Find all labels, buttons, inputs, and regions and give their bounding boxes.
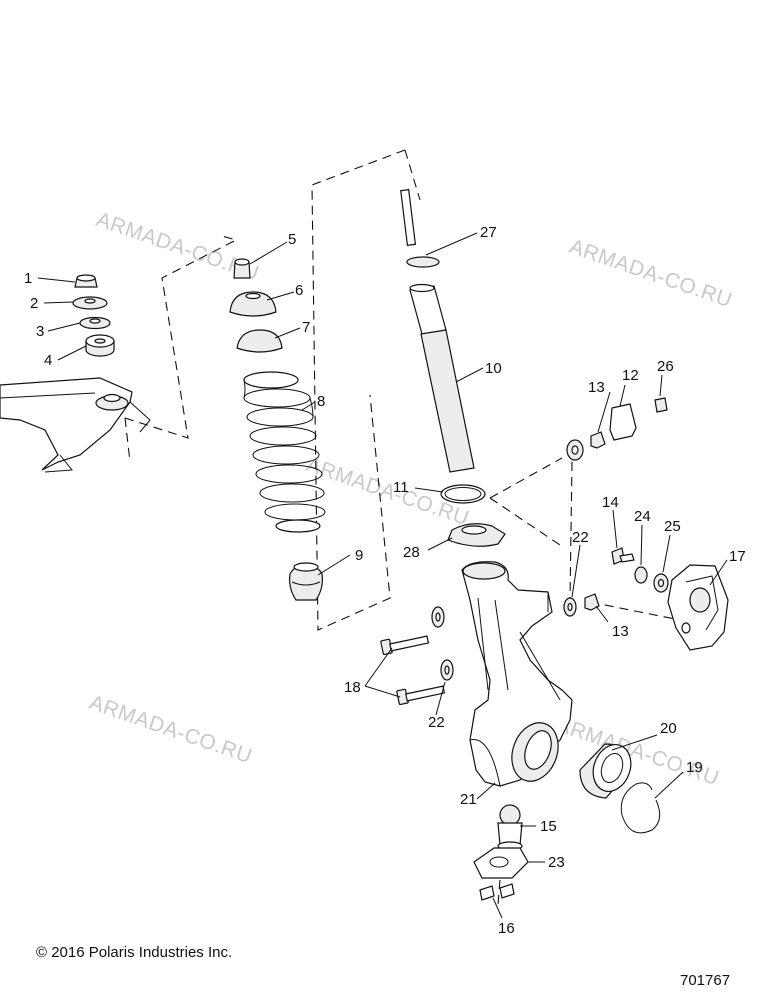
callout-label: 17 xyxy=(729,548,746,565)
dashed-line xyxy=(589,601,681,621)
callout-label: 18 xyxy=(344,679,361,696)
upper-frame-mount xyxy=(0,377,151,473)
drawing-number: 701767 xyxy=(680,972,730,989)
callout-label: 4 xyxy=(44,352,52,369)
nut-26 xyxy=(654,397,668,413)
sensor-hardware xyxy=(611,547,669,593)
callout-label: 24 xyxy=(634,508,651,525)
callout-label: 13 xyxy=(588,379,605,396)
frame-bracket xyxy=(0,377,133,471)
dashed-line xyxy=(124,417,131,463)
callout-label: 6 xyxy=(295,282,303,299)
watermark: ARMADA-CO.RU xyxy=(553,713,722,790)
callout-label: 28 xyxy=(403,544,420,561)
bump-stop-9 xyxy=(289,562,323,601)
callout-label: 3 xyxy=(36,323,44,340)
callout-label: 21 xyxy=(460,791,477,808)
washers-22 xyxy=(431,597,577,681)
dashed-line xyxy=(489,457,563,499)
spring-seat-hardware xyxy=(229,258,283,353)
callout-label: 5 xyxy=(288,231,296,248)
callout-numbers: 1 2 3 4 5 6 7 8 9 10 11 12 13 13 14 15 1… xyxy=(24,224,746,937)
callout-label: 8 xyxy=(317,393,325,410)
leader-lines xyxy=(37,232,728,919)
spring-cup-7 xyxy=(236,329,283,353)
callout-label: 26 xyxy=(657,358,674,375)
callout-label: 12 xyxy=(622,367,639,384)
bolt-16 xyxy=(479,883,515,901)
callout-label: 25 xyxy=(664,518,681,535)
dashed-line xyxy=(497,879,501,906)
callout-label: 16 xyxy=(498,920,515,937)
callout-label: 7 xyxy=(302,319,310,336)
callout-label: 19 xyxy=(686,759,703,776)
watermark: ARMADA-CO.RU xyxy=(566,235,735,312)
retainer-plate-23 xyxy=(473,847,529,879)
dashed-outline-upper-mount xyxy=(124,235,238,439)
callout-label: 11 xyxy=(393,479,409,496)
shock-seat-parts xyxy=(440,484,506,547)
clip-12 xyxy=(609,403,637,441)
callout-label: 23 xyxy=(548,854,565,871)
callout-label: 9 xyxy=(355,547,363,564)
upper-mount-hardware xyxy=(72,274,115,357)
ball-joint-15 xyxy=(497,804,523,851)
callout-label: 10 xyxy=(485,360,502,377)
copyright-text: © 2016 Polaris Industries Inc. xyxy=(36,944,232,961)
wheel-bearing-20 xyxy=(579,743,632,799)
assembly-dashed-lines xyxy=(124,149,681,906)
watermark-layer: ARMADA-CO.RU ARMADA-CO.RU ARMADA-CO.RU A… xyxy=(86,208,735,790)
callout-label: 14 xyxy=(602,494,619,511)
dashed-line xyxy=(404,149,421,201)
callout-label: 1 xyxy=(24,270,32,287)
o-ring-11 xyxy=(440,484,486,504)
rod-washer xyxy=(406,256,440,268)
callout-label: 22 xyxy=(428,714,445,731)
callout-label: 13 xyxy=(612,623,629,640)
shock-absorber-10 xyxy=(400,189,475,473)
dashed-line xyxy=(569,461,573,601)
retainer-6 xyxy=(229,291,277,317)
watermark: ARMADA-CO.RU xyxy=(86,691,255,768)
nut-13b xyxy=(584,593,600,611)
nut-13 xyxy=(590,431,606,449)
callout-label: 2 xyxy=(30,295,38,312)
snap-ring-19 xyxy=(620,782,661,834)
coil-spring-8 xyxy=(243,371,326,533)
callout-label: 15 xyxy=(540,818,557,835)
bracket-hardware xyxy=(566,397,668,611)
bolts-18 xyxy=(380,635,446,706)
callout-label: 20 xyxy=(660,720,677,737)
callout-label: 22 xyxy=(572,529,589,546)
dashed-outline-spring xyxy=(311,149,406,631)
shock-rod-27 xyxy=(400,189,417,246)
washer-24 xyxy=(634,566,648,584)
callout-label: 27 xyxy=(480,224,497,241)
caliper-bracket-17 xyxy=(667,564,729,651)
steering-knuckle-21 xyxy=(461,561,573,787)
